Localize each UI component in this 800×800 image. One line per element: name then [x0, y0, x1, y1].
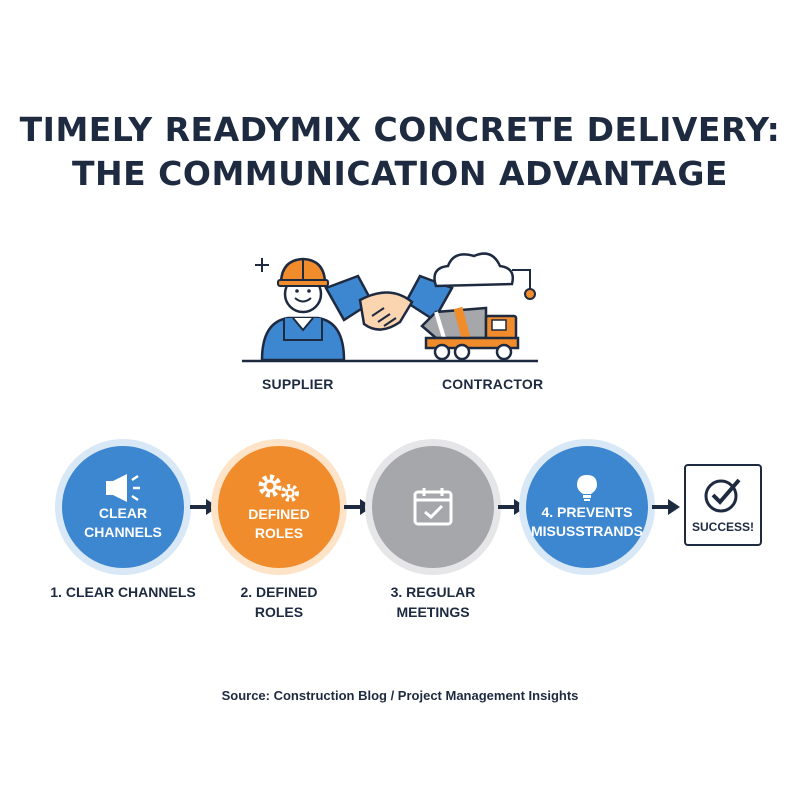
step-2-label-line-1: 2. DEFINED — [240, 584, 318, 600]
step-3-label: 3. REGULAR MEETINGS — [373, 582, 493, 622]
checkmark-circle-icon — [704, 478, 741, 513]
step-2-circle-text-2: ROLES — [254, 525, 304, 541]
title-line-1: TIMELY READYMIX CONCRETE DELIVERY: — [19, 110, 781, 149]
worker-icon — [260, 257, 346, 362]
success-text: SUCCESS! — [691, 520, 754, 534]
step-2-label-line-2: ROLES — [254, 604, 304, 620]
handshake-icon — [324, 274, 454, 331]
cloud-icon — [433, 252, 536, 300]
step-1-circle-text-2: CHANNELS — [84, 524, 162, 540]
step-1-circle-text-1: CLEAR — [98, 505, 148, 521]
page-title: TIMELY READYMIX CONCRETE DELIVERY: THE C… — [0, 108, 800, 196]
arrow-right-icon — [498, 499, 526, 515]
success-box: SUCCESS! — [684, 464, 762, 546]
lightbulb-icon — [577, 475, 597, 501]
step-1-circle: CLEAR CHANNELS — [62, 446, 184, 568]
step-4-circle: 4. PREVENTS MISUSSTRANDS — [526, 446, 648, 568]
step-4-circle-text-2: MISUSSTRANDS — [530, 523, 643, 539]
hero-illustration — [242, 252, 538, 363]
step-3-label-line-2: MEETINGS — [396, 604, 470, 620]
supplier-label: SUPPLIER — [262, 376, 334, 392]
step-3-label-line-1: 3. REGULAR — [390, 584, 476, 600]
step-1-label: 1. CLEAR CHANNELS — [46, 582, 200, 602]
step-4-circle-text-1: 4. PREVENTS — [541, 504, 633, 520]
step-1-label-line-1: 1. CLEAR CHANNELS — [50, 584, 196, 600]
source-caption: Source: Construction Blog / Project Mana… — [221, 688, 579, 703]
mixer-truck-icon — [420, 306, 520, 361]
title-line-2: THE COMMUNICATION ADVANTAGE — [72, 154, 728, 193]
gears-icon — [258, 474, 299, 502]
plus-icon — [255, 258, 269, 272]
arrow-right-icon — [652, 499, 680, 515]
step-2-circle: DEFINED ROLES — [218, 446, 340, 568]
arrow-right-icon — [344, 499, 372, 515]
arrow-right-icon — [190, 499, 218, 515]
calendar-check-icon — [413, 488, 453, 526]
contractor-label: CONTRACTOR — [442, 376, 544, 392]
megaphone-icon — [106, 474, 140, 502]
step-2-circle-text-1: DEFINED — [248, 506, 310, 522]
step-2-label: 2. DEFINED ROLES — [219, 582, 339, 622]
step-3-circle — [372, 446, 494, 568]
